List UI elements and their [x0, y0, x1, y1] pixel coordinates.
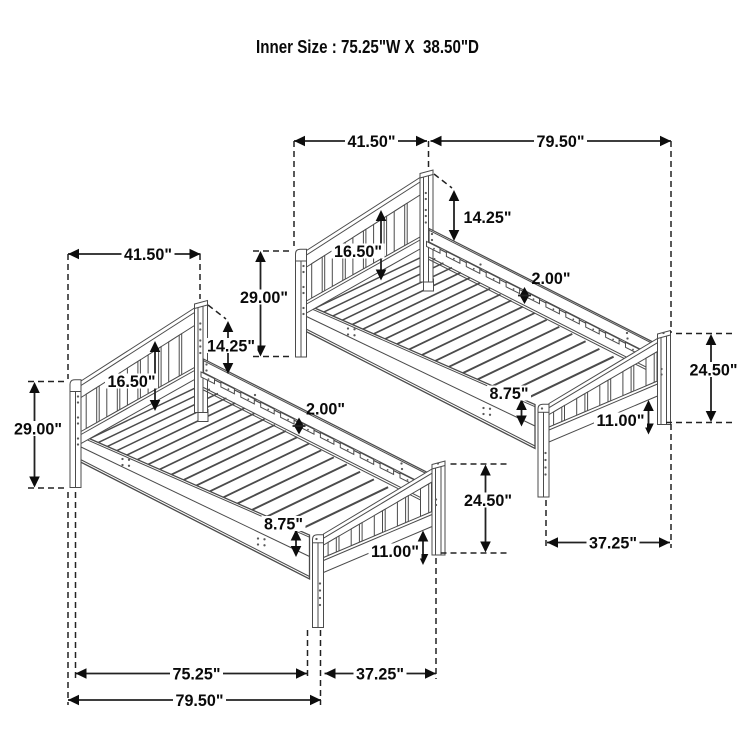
- svg-text:14.25": 14.25": [464, 208, 512, 227]
- svg-text:37.25": 37.25": [589, 534, 637, 553]
- svg-text:8.75": 8.75": [264, 515, 303, 534]
- svg-text:29.00": 29.00": [240, 288, 288, 307]
- svg-text:2.00": 2.00": [306, 400, 345, 419]
- svg-text:11.00": 11.00": [371, 542, 419, 561]
- svg-text:75.25": 75.25": [173, 665, 221, 684]
- svg-text:29.00": 29.00": [14, 420, 62, 439]
- svg-text:16.50": 16.50": [334, 242, 382, 261]
- svg-text:24.50": 24.50": [464, 491, 512, 510]
- svg-text:Inner Size : 75.25"W X 38.50": Inner Size : 75.25"W X 38.50"D: [256, 37, 479, 57]
- svg-text:16.50": 16.50": [108, 372, 156, 391]
- svg-text:79.50": 79.50": [176, 691, 224, 710]
- svg-text:41.50": 41.50": [348, 132, 396, 151]
- svg-text:8.75": 8.75": [490, 384, 529, 403]
- svg-text:11.00": 11.00": [597, 411, 645, 430]
- svg-text:79.50": 79.50": [537, 132, 585, 151]
- svg-text:14.25": 14.25": [207, 337, 255, 356]
- svg-text:24.50": 24.50": [690, 361, 738, 380]
- svg-text:41.50": 41.50": [124, 245, 172, 264]
- svg-text:37.25": 37.25": [356, 665, 404, 684]
- svg-text:2.00": 2.00": [532, 269, 571, 288]
